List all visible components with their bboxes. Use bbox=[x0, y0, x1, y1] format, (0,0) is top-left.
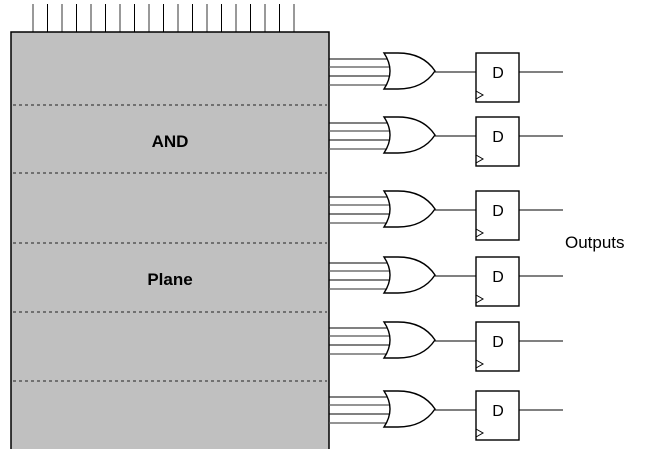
or-gate-icon bbox=[382, 390, 436, 428]
d-flipflop bbox=[475, 390, 520, 441]
or-gate-icon bbox=[382, 52, 436, 90]
or-gate-icon bbox=[382, 321, 436, 359]
outputs-label: Outputs bbox=[565, 233, 625, 252]
or-gate-icon bbox=[382, 116, 436, 154]
and-plane-label-plane: Plane bbox=[147, 270, 192, 289]
clock-input-icon bbox=[475, 294, 485, 304]
d-flipflop-label: D bbox=[492, 269, 504, 286]
d-flipflop-label: D bbox=[492, 203, 504, 220]
d-flipflop-label: D bbox=[492, 403, 504, 420]
and-plane-block bbox=[10, 31, 330, 449]
clock-input-icon bbox=[475, 154, 485, 164]
clock-input-icon bbox=[475, 228, 485, 238]
output-rows: D D D D D D bbox=[329, 52, 563, 441]
d-flipflop bbox=[475, 321, 520, 372]
and-plane-dividers bbox=[13, 104, 327, 382]
output-row: D bbox=[329, 390, 563, 441]
clock-input-icon bbox=[475, 90, 485, 100]
clock-input-icon bbox=[475, 428, 485, 438]
output-row: D bbox=[329, 256, 563, 307]
output-row: D bbox=[329, 321, 563, 372]
d-flipflop-label: D bbox=[492, 129, 504, 146]
output-row: D bbox=[329, 190, 563, 241]
or-gate-icon bbox=[382, 256, 436, 294]
or-gate-icon bbox=[382, 190, 436, 228]
d-flipflop bbox=[475, 116, 520, 167]
d-flipflop-label: D bbox=[492, 65, 504, 82]
output-row: D bbox=[329, 52, 563, 103]
and-plane-inputs bbox=[32, 4, 295, 32]
clock-input-icon bbox=[475, 359, 485, 369]
and-plane-label-and: AND bbox=[152, 132, 189, 151]
d-flipflop bbox=[475, 52, 520, 103]
d-flipflop bbox=[475, 190, 520, 241]
d-flipflop bbox=[475, 256, 520, 307]
d-flipflop-label: D bbox=[492, 334, 504, 351]
output-row: D bbox=[329, 116, 563, 167]
